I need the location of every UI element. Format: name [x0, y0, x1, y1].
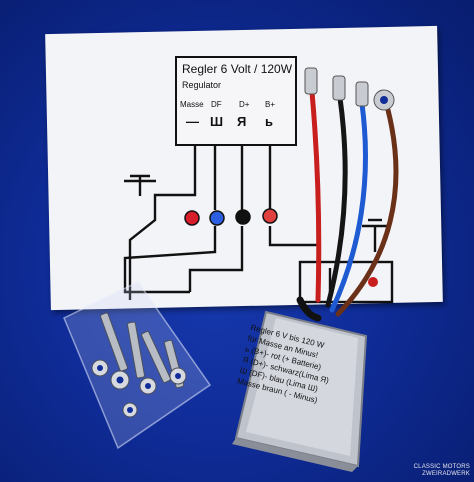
watermark-logo: CLASSIC MOTORS ZWEIRADWERK — [400, 464, 470, 478]
terminal-dots — [184, 208, 278, 226]
terminal-symbol-d-plus: Я — [237, 114, 247, 129]
regulator-subtitle: Regulator — [182, 80, 222, 90]
watermark-line: CLASSIC MOTORS — [413, 464, 470, 470]
hardware-bag — [63, 281, 212, 450]
terminal-label-d-plus: D+ — [239, 100, 250, 109]
terminal-symbol-masse: — — [186, 114, 199, 129]
ring-terminal-icon — [373, 89, 395, 111]
terminal-label-masse: Masse — [180, 100, 204, 109]
regulator-module — [232, 310, 368, 472]
ground-symbol-icon — [362, 218, 388, 252]
ground-symbol-icon — [124, 174, 156, 196]
watermark-line: ZWEIRADWERK — [422, 471, 470, 477]
diagram-red-mark — [368, 277, 378, 287]
spade-terminal-icon — [304, 67, 369, 107]
terminal-symbol-b-plus: ь — [265, 114, 273, 129]
terminal-symbol-df: Ш — [210, 114, 224, 129]
wires — [296, 89, 399, 322]
terminal-label-df: DF — [211, 100, 222, 109]
regulator-title: Regler 6 Volt / 120W — [182, 62, 293, 76]
terminal-label-b-plus: B+ — [265, 100, 276, 109]
regulator-box — [175, 56, 297, 146]
diagram-lines — [123, 142, 394, 304]
